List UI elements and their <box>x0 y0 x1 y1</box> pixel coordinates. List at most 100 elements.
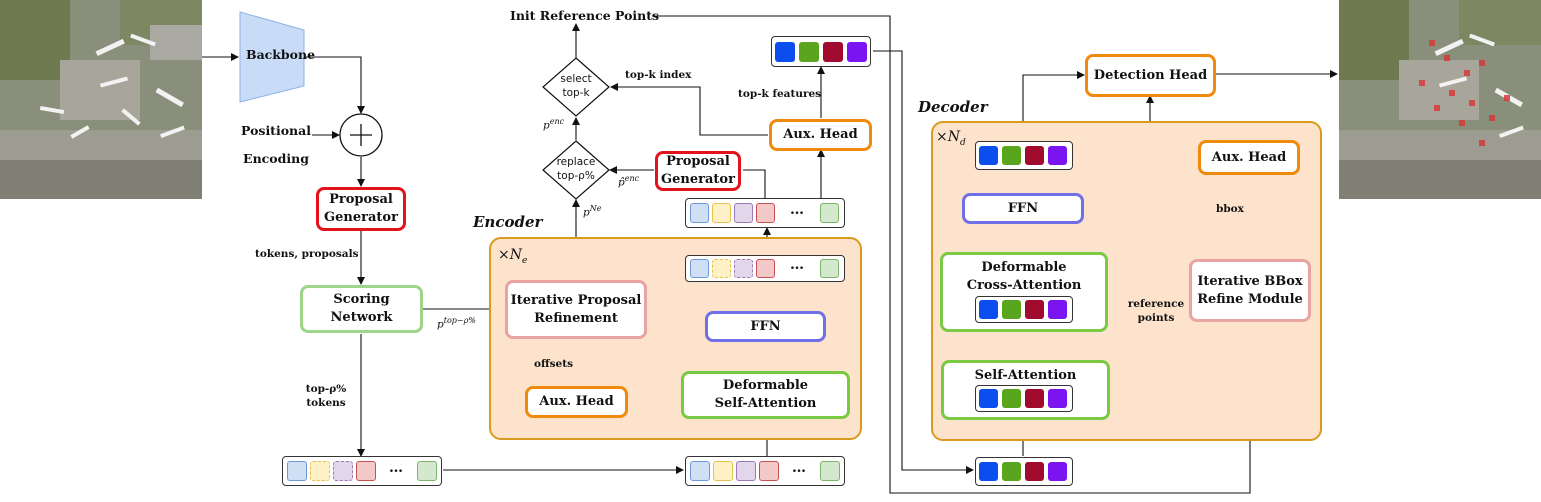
ne-label: ×N <box>498 247 522 263</box>
deformable-cross-attention: Deformable Cross-Attention <box>940 252 1108 332</box>
token-green <box>1002 146 1021 165</box>
ellipsis: … <box>790 202 804 218</box>
ffn-encoder: FFN <box>705 311 826 342</box>
input-satellite-image <box>0 0 202 199</box>
token-faded-blue <box>690 259 709 278</box>
backbone-trapezoid <box>239 11 305 103</box>
token-green <box>1002 389 1021 408</box>
encoder-repeat: ×Ne <box>498 247 527 266</box>
topk-features-label: top-k features <box>738 88 822 100</box>
token-faded-blue <box>287 461 307 481</box>
aux-head-decoder: Aux. Head <box>1198 140 1300 175</box>
phat-enc-sup: enc <box>624 174 640 183</box>
token-purple <box>1048 300 1067 319</box>
iterative-proposal-refinement: Iterative Proposal Refinement <box>505 280 647 339</box>
token-red <box>823 42 843 62</box>
token-faded-green <box>417 461 437 481</box>
replace-topp-diamond <box>542 140 610 200</box>
p-ne-base: p <box>583 206 590 219</box>
output-satellite-image <box>1339 0 1541 199</box>
p-top-base: p <box>437 318 444 331</box>
nd-sub: d <box>959 137 966 148</box>
token-faded-red <box>759 461 779 481</box>
select-topk-label: select top-k <box>560 73 592 99</box>
p-ne-label: pNe <box>583 204 601 219</box>
token-red <box>1025 146 1044 165</box>
decoder-repeat: ×Nd <box>936 129 966 148</box>
positional-encoding-label: Positional Encoding <box>241 123 311 166</box>
p-enc-label: penc <box>543 117 564 132</box>
phat-enc-base: p̂ <box>618 176 625 189</box>
aux-head-encoder: Aux. Head <box>525 386 628 418</box>
encoder-title: Encoder <box>473 213 543 231</box>
token-faded-red <box>756 203 775 223</box>
token-faded-purple <box>734 203 753 223</box>
bottom-left-token-strip: … <box>282 456 442 486</box>
token-purple <box>1048 146 1067 165</box>
token-green <box>1002 300 1021 319</box>
token-faded-green <box>820 259 839 278</box>
token-purple <box>1048 462 1067 481</box>
token-faded-red <box>356 461 376 481</box>
token-faded-yellow <box>712 203 731 223</box>
offsets-label: offsets <box>534 358 573 370</box>
token-faded-purple <box>333 461 353 481</box>
proposal-generator-left: Proposal Generator <box>316 187 406 231</box>
p-ne-sup: Ne <box>589 204 602 213</box>
token-red <box>1025 300 1044 319</box>
token-red <box>1025 462 1044 481</box>
token-green <box>799 42 819 62</box>
iterative-bbox-refine-module: Iterative BBox Refine Module <box>1189 259 1311 322</box>
token-faded-blue <box>690 461 710 481</box>
select-topk-diamond <box>542 57 610 117</box>
decoder-output-token-strip <box>975 141 1073 170</box>
token-faded-yellow <box>713 461 733 481</box>
token-faded-green <box>820 461 840 481</box>
self-attention-label: Self-Attention <box>974 368 1077 383</box>
deformable-self-attention-encoder: Deformable Self-Attention <box>681 371 850 419</box>
token-blue <box>979 300 998 319</box>
cross-attn-token-strip <box>975 296 1073 323</box>
encoder-inner-token-strip: … <box>685 255 845 282</box>
ne-sub: e <box>521 255 528 266</box>
token-faded-yellow <box>310 461 330 481</box>
ffn-decoder: FFN <box>962 193 1084 224</box>
token-purple <box>1048 389 1067 408</box>
token-faded-yellow <box>712 259 731 278</box>
cross-attention-label: Deformable Cross-Attention <box>966 260 1082 293</box>
token-blue <box>775 42 795 62</box>
ellipsis: … <box>790 257 804 273</box>
tokens-proposals-label: tokens, proposals <box>255 248 359 260</box>
self-attn-token-strip <box>975 385 1073 412</box>
token-blue <box>979 462 998 481</box>
token-red <box>1025 389 1044 408</box>
encoder-output-token-strip: … <box>685 198 845 228</box>
token-green <box>1002 462 1021 481</box>
token-purple <box>847 42 867 62</box>
token-faded-purple <box>734 259 753 278</box>
ellipsis: … <box>792 460 806 476</box>
init-reference-points-label: Init Reference Points <box>510 8 660 23</box>
replace-topp-label: replace top-ρ% <box>556 156 596 182</box>
input-image-drawing <box>0 0 202 199</box>
token-faded-green <box>820 203 839 223</box>
decoder-input-token-strip <box>975 457 1073 486</box>
aux-head-top: Aux. Head <box>769 119 872 151</box>
token-blue <box>979 389 998 408</box>
top-p-tokens-label: top-ρ% tokens <box>305 383 347 409</box>
nd-label: ×N <box>936 129 960 145</box>
topk-index-label: top-k index <box>625 69 692 81</box>
scoring-network: Scoring Network <box>300 285 423 333</box>
topk-token-strip <box>771 36 871 67</box>
token-blue <box>979 146 998 165</box>
output-image-drawing <box>1339 0 1541 199</box>
detection-head: Detection Head <box>1085 54 1216 97</box>
p-top-label: ptop−ρ% <box>437 316 476 331</box>
p-enc-base: p <box>543 119 550 132</box>
bottom-right-token-strip: … <box>685 456 845 486</box>
backbone-label: Backbone <box>246 47 316 62</box>
proposal-generator-mid: Proposal Generator <box>655 151 741 191</box>
phat-enc-label: p̂enc <box>618 174 639 189</box>
p-enc-sup: enc <box>549 117 565 126</box>
